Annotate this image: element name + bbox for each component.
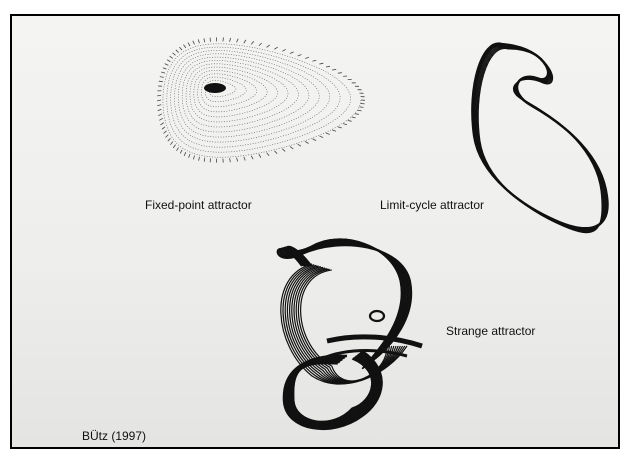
strange-attractor-figure	[12, 16, 620, 449]
fixed-point-attractor-label: Fixed-point attractor	[145, 198, 252, 212]
citation-label: BÜtz (1997)	[82, 429, 146, 443]
slide-frame: Fixed-point attractor Limit-cycle attrac…	[10, 14, 620, 449]
strange-attractor-label: Strange attractor	[446, 324, 535, 338]
fold-crossing	[327, 337, 422, 346]
limit-cycle-attractor-label: Limit-cycle attractor	[380, 198, 484, 212]
strange-attractor-band	[278, 239, 422, 429]
